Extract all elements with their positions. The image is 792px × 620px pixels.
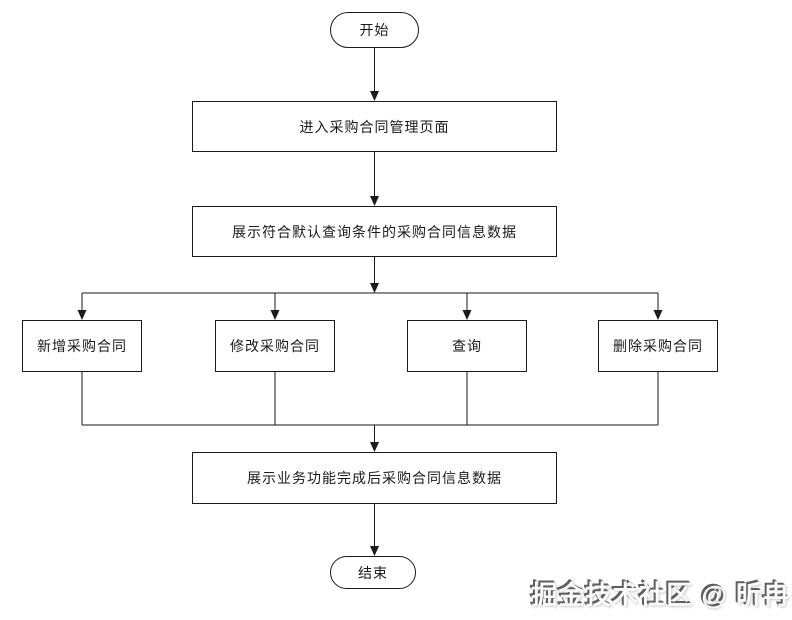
- branch-delete-contract-node: 删除采购合同: [598, 320, 718, 372]
- end-node: 结束: [330, 556, 416, 589]
- branch-add-contract-node: 新增采购合同: [22, 320, 142, 372]
- start-label: 开始: [359, 22, 390, 38]
- step-show-default-data-label: 展示符合默认查询条件的采购合同信息数据: [232, 223, 517, 240]
- watermark-text: 掘金技术社区 @ 昕冉: [531, 580, 790, 610]
- step-show-default-data-node: 展示符合默认查询条件的采购合同信息数据: [192, 206, 557, 257]
- branch-delete-contract-label: 删除采购合同: [613, 338, 703, 354]
- start-node: 开始: [330, 12, 419, 48]
- step-enter-page-node: 进入采购合同管理页面: [192, 101, 557, 152]
- step-show-after-data-label: 展示业务功能完成后采购合同信息数据: [247, 470, 502, 486]
- step-enter-page-label: 进入采购合同管理页面: [299, 118, 450, 135]
- step-show-after-data-node: 展示业务功能完成后采购合同信息数据: [192, 452, 557, 504]
- branch-add-contract-label: 新增采购合同: [37, 338, 127, 354]
- end-label: 结束: [358, 564, 388, 581]
- watermark: 掘金技术社区 @ 昕冉: [531, 575, 790, 612]
- branch-query-label: 查询: [452, 338, 482, 354]
- branch-query-node: 查询: [407, 320, 527, 372]
- branch-modify-contract-label: 修改采购合同: [230, 338, 320, 354]
- branch-modify-contract-node: 修改采购合同: [215, 320, 335, 372]
